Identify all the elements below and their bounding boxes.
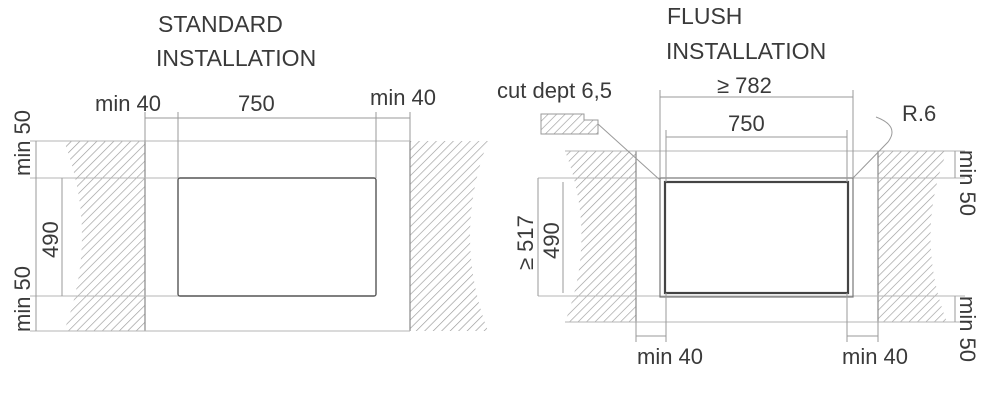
flush-cut-depth-leader bbox=[597, 123, 661, 181]
standard-dim-right: min 40 bbox=[370, 85, 436, 110]
standard-dim-width: 750 bbox=[238, 91, 275, 116]
flush-installation: FLUSH INSTALLATION ≥ 782 750 cut dept 6,… bbox=[497, 3, 980, 369]
standard-dim-height: 490 bbox=[38, 221, 63, 258]
standard-worktop-left bbox=[64, 141, 145, 331]
flush-dim-outer-width: ≥ 782 bbox=[717, 73, 772, 98]
flush-radius-leader bbox=[852, 116, 893, 179]
flush-title-line2: INSTALLATION bbox=[666, 38, 826, 64]
standard-installation: STANDARD INSTALLATION min 40 750 min 40 … bbox=[10, 11, 488, 332]
flush-dim-bottom-left: min 40 bbox=[637, 344, 703, 369]
flush-cut-depth: cut dept 6,5 bbox=[497, 78, 612, 103]
standard-dim-bottom: min 50 bbox=[10, 266, 35, 332]
flush-title-line1: FLUSH bbox=[667, 3, 742, 29]
flush-cut-depth-section bbox=[540, 113, 599, 135]
flush-dim-width: 750 bbox=[728, 111, 765, 136]
standard-worktop-right bbox=[410, 141, 488, 331]
flush-radius: R.6 bbox=[902, 101, 936, 126]
flush-dim-bottom-right-width: min 40 bbox=[842, 344, 908, 369]
flush-worktop-right bbox=[878, 151, 947, 322]
flush-dim-outer-height: ≥ 517 bbox=[513, 215, 538, 270]
standard-dim-left: min 40 bbox=[95, 91, 161, 116]
standard-dim-top: min 50 bbox=[10, 110, 35, 176]
standard-title-line2: INSTALLATION bbox=[156, 45, 316, 71]
flush-hob-outline bbox=[663, 180, 850, 295]
standard-hob-outline bbox=[177, 177, 377, 297]
flush-dim-height: 490 bbox=[539, 222, 564, 259]
flush-dim-top-right: min 50 bbox=[955, 150, 980, 216]
flush-worktop-left bbox=[565, 151, 636, 322]
standard-title-line1: STANDARD bbox=[158, 11, 283, 37]
flush-dim-bottom-right: min 50 bbox=[955, 296, 980, 362]
flush-recess-outline bbox=[659, 177, 854, 298]
